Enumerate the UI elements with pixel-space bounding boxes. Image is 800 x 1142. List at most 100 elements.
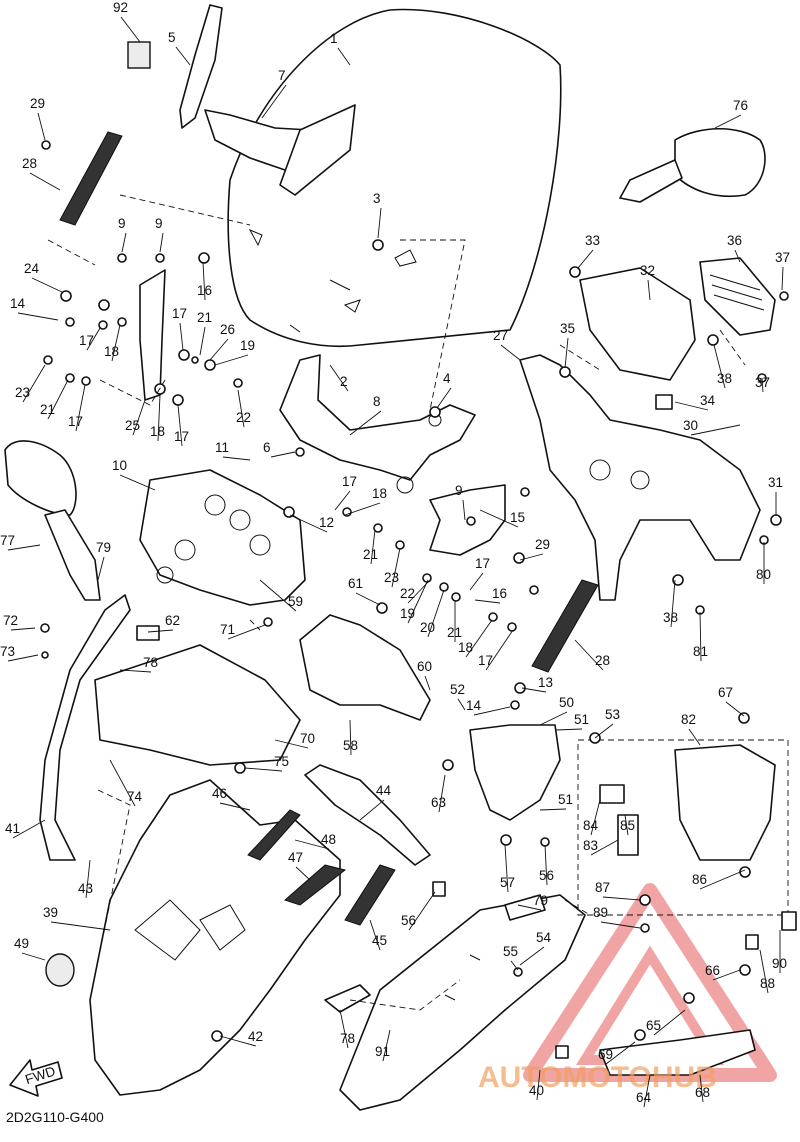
leader-line xyxy=(473,706,511,716)
callout-44: 44 xyxy=(359,783,392,821)
leader-line xyxy=(688,728,701,746)
figure-code: 2D2G110-G400 xyxy=(6,1109,104,1125)
leader-line xyxy=(349,719,352,756)
part-number-label: 18 xyxy=(372,486,387,501)
part-number-label: 82 xyxy=(681,712,696,727)
leader-line xyxy=(85,859,91,899)
part-number-label: 21 xyxy=(40,402,55,417)
callout-35: 35 xyxy=(560,321,575,369)
part-number-label: 61 xyxy=(348,576,363,591)
callout-14: 14 xyxy=(10,296,59,321)
leader-line xyxy=(761,377,764,393)
leader-line xyxy=(29,172,61,191)
leader-line xyxy=(600,921,641,929)
leader-line xyxy=(577,249,594,269)
callout-17: 17 xyxy=(172,306,187,351)
callout-26: 26 xyxy=(209,322,235,361)
part-number-label: 23 xyxy=(15,385,30,400)
leader-line xyxy=(237,389,245,428)
leader-line xyxy=(670,579,676,628)
part-number-label: 58 xyxy=(343,738,358,753)
leader-line xyxy=(289,514,328,533)
callout-19: 19 xyxy=(214,338,255,366)
part-number-label: 55 xyxy=(503,944,518,959)
part-number-label: 66 xyxy=(705,963,720,978)
part-number-label: 83 xyxy=(583,838,598,853)
part-number-label: 27 xyxy=(493,328,508,343)
leader-line xyxy=(75,384,86,432)
rubber-strip-lower xyxy=(531,579,599,673)
part-number-label: 14 xyxy=(466,698,482,713)
leader-line xyxy=(270,451,296,458)
callout-81: 81 xyxy=(693,611,708,662)
part-number-label: 78 xyxy=(143,655,158,670)
callout-3: 3 xyxy=(373,191,382,239)
part-number-label: 20 xyxy=(420,620,435,635)
part-number-label: 29 xyxy=(535,537,550,552)
part-number-label: 51 xyxy=(574,712,589,727)
leader-line xyxy=(519,946,545,966)
part-number-label: 34 xyxy=(700,393,716,408)
callout-18: 18 xyxy=(344,486,387,516)
leader-line xyxy=(500,344,521,361)
part-number-label: 76 xyxy=(733,98,748,113)
part-number-label: 37 xyxy=(775,250,790,265)
callout-17: 17 xyxy=(68,384,86,432)
part-number-label: 22 xyxy=(236,410,251,425)
part-number-label: 85 xyxy=(620,818,635,833)
part-number-label: 90 xyxy=(772,956,787,971)
assembly-lines xyxy=(47,194,746,1011)
callout-58: 58 xyxy=(343,719,358,756)
part-number-label: 9 xyxy=(118,216,126,231)
leader-line xyxy=(199,326,206,356)
callout-18: 18 xyxy=(150,394,165,442)
part-number-label: 48 xyxy=(321,832,336,847)
leader-line xyxy=(510,960,519,971)
callout-57: 57 xyxy=(500,844,515,893)
leader-line xyxy=(219,802,251,811)
leader-line xyxy=(47,379,69,420)
part-number-label: 62 xyxy=(165,613,180,628)
windshield xyxy=(227,8,562,348)
duct-32 xyxy=(579,267,696,381)
leader-line xyxy=(355,592,381,606)
callout-77: 77 xyxy=(0,533,41,551)
leader-line xyxy=(21,952,46,961)
leader-line xyxy=(544,844,548,886)
callout-78: 78 xyxy=(339,1009,355,1049)
part-number-label: 53 xyxy=(605,707,620,722)
callout-7: 7 xyxy=(261,68,287,119)
leader-line xyxy=(474,599,501,604)
part-number-label: 51 xyxy=(558,792,573,807)
mirror-left xyxy=(4,440,101,601)
callout-14: 14 xyxy=(466,698,511,716)
leader-line xyxy=(643,1074,651,1108)
part-number-label: 44 xyxy=(376,783,392,798)
callout-9: 9 xyxy=(455,483,466,521)
leader-line xyxy=(424,675,431,691)
callout-33: 33 xyxy=(577,233,600,269)
part-number-label: 9 xyxy=(455,483,463,498)
callout-12: 12 xyxy=(289,514,334,533)
part-number-label: 29 xyxy=(30,96,45,111)
part-number-label: 77 xyxy=(0,533,15,548)
windshield-stay xyxy=(204,104,356,196)
part-number-label: 17 xyxy=(68,414,83,429)
part-number-label: 36 xyxy=(727,233,742,248)
callout-17: 17 xyxy=(174,404,189,447)
caution-label xyxy=(127,41,151,69)
callout-74: 74 xyxy=(109,759,143,807)
leader-line xyxy=(536,1069,541,1101)
callout-38: 38 xyxy=(663,579,678,628)
callout-5: 5 xyxy=(168,30,191,66)
callout-31: 31 xyxy=(768,475,783,515)
callout-62: 62 xyxy=(147,613,180,633)
leader-line xyxy=(219,1035,257,1047)
callout-23: 23 xyxy=(15,364,46,403)
part-number-label: 24 xyxy=(24,261,40,276)
callout-13: 13 xyxy=(521,675,553,693)
callout-56: 56 xyxy=(539,844,554,886)
leader-line xyxy=(177,404,183,447)
part-number-label: 17 xyxy=(342,474,357,489)
callout-22: 22 xyxy=(236,389,251,428)
